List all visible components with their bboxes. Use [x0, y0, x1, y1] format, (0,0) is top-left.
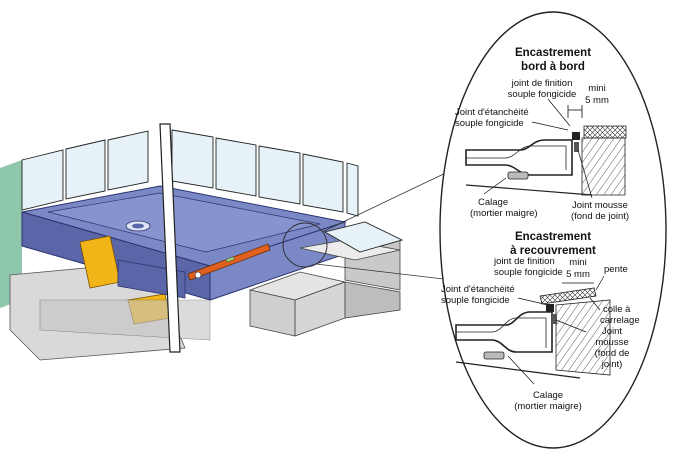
overlap-finish-joint-label-1: joint de finition: [493, 256, 555, 267]
detail-flush-mount: Encastrement bord à bord joint de finiti…: [455, 47, 629, 222]
spirit-level-icon: [187, 243, 271, 281]
overlap-slope-label: pente: [604, 264, 628, 275]
flush-seal-joint-label-2: souple fongicide: [455, 118, 524, 129]
step-platform: [248, 229, 401, 337]
flush-title-line1: Encastrement: [515, 47, 591, 59]
flush-finish-joint-label-2: souple fongicide: [508, 89, 577, 100]
overlap-foam-label-4: joint): [601, 359, 623, 370]
overlap-title-line2: à recouvrement: [510, 245, 596, 257]
green-wall: [0, 160, 22, 308]
overlap-foam-label-2: mousse: [595, 337, 628, 348]
overlap-wedge-label-1: Calage: [533, 390, 563, 401]
flush-seal-joint-label-1: Joint d'étanchéité: [455, 107, 529, 118]
overlap-finish-joint-label-2: souple fongicide: [494, 267, 563, 278]
shower-tray-illustration: [0, 123, 453, 361]
flush-min-label-1: mini: [588, 83, 605, 94]
shower-tray-basin: [47, 192, 321, 253]
shower-pipe: [159, 123, 181, 353]
flush-wedge-label-2: (mortier maigre): [470, 208, 538, 219]
flush-finish-joint-label-1: joint de finition: [511, 78, 573, 89]
flush-foam-label-1: Joint mousse: [572, 200, 628, 211]
flush-title-line2: bord à bord: [521, 61, 585, 73]
detail-overlap-mount: Encastrement à recouvrement joint de fin…: [441, 231, 640, 412]
wall-tiles: [21, 129, 359, 217]
flush-min-label-2: 5 mm: [585, 95, 609, 106]
ledge-tile: [323, 221, 404, 253]
overlap-foam-label-3: (fond de: [595, 348, 630, 359]
overlap-min-label-2: 5 mm: [566, 269, 590, 280]
flush-foam-label-2: (fond de joint): [571, 211, 629, 222]
detail-highlight-circle: [282, 222, 328, 268]
overlap-tile-glue-label-2: carrelage: [600, 315, 640, 326]
overlap-seal-joint-label-2: souple fongicide: [441, 295, 510, 306]
flush-wedge-label-1: Calage: [478, 197, 508, 208]
overlap-title-line1: Encastrement: [515, 231, 591, 243]
overlap-tile-glue-label-1: colle à: [603, 304, 631, 315]
overlap-foam-label-1: Joint: [602, 326, 622, 337]
overlap-min-label-1: mini: [569, 257, 586, 268]
overlap-wedge-label-2: (mortier maigre): [514, 401, 582, 412]
overlap-seal-joint-label-1: Joint d'étanchéité: [441, 284, 515, 295]
